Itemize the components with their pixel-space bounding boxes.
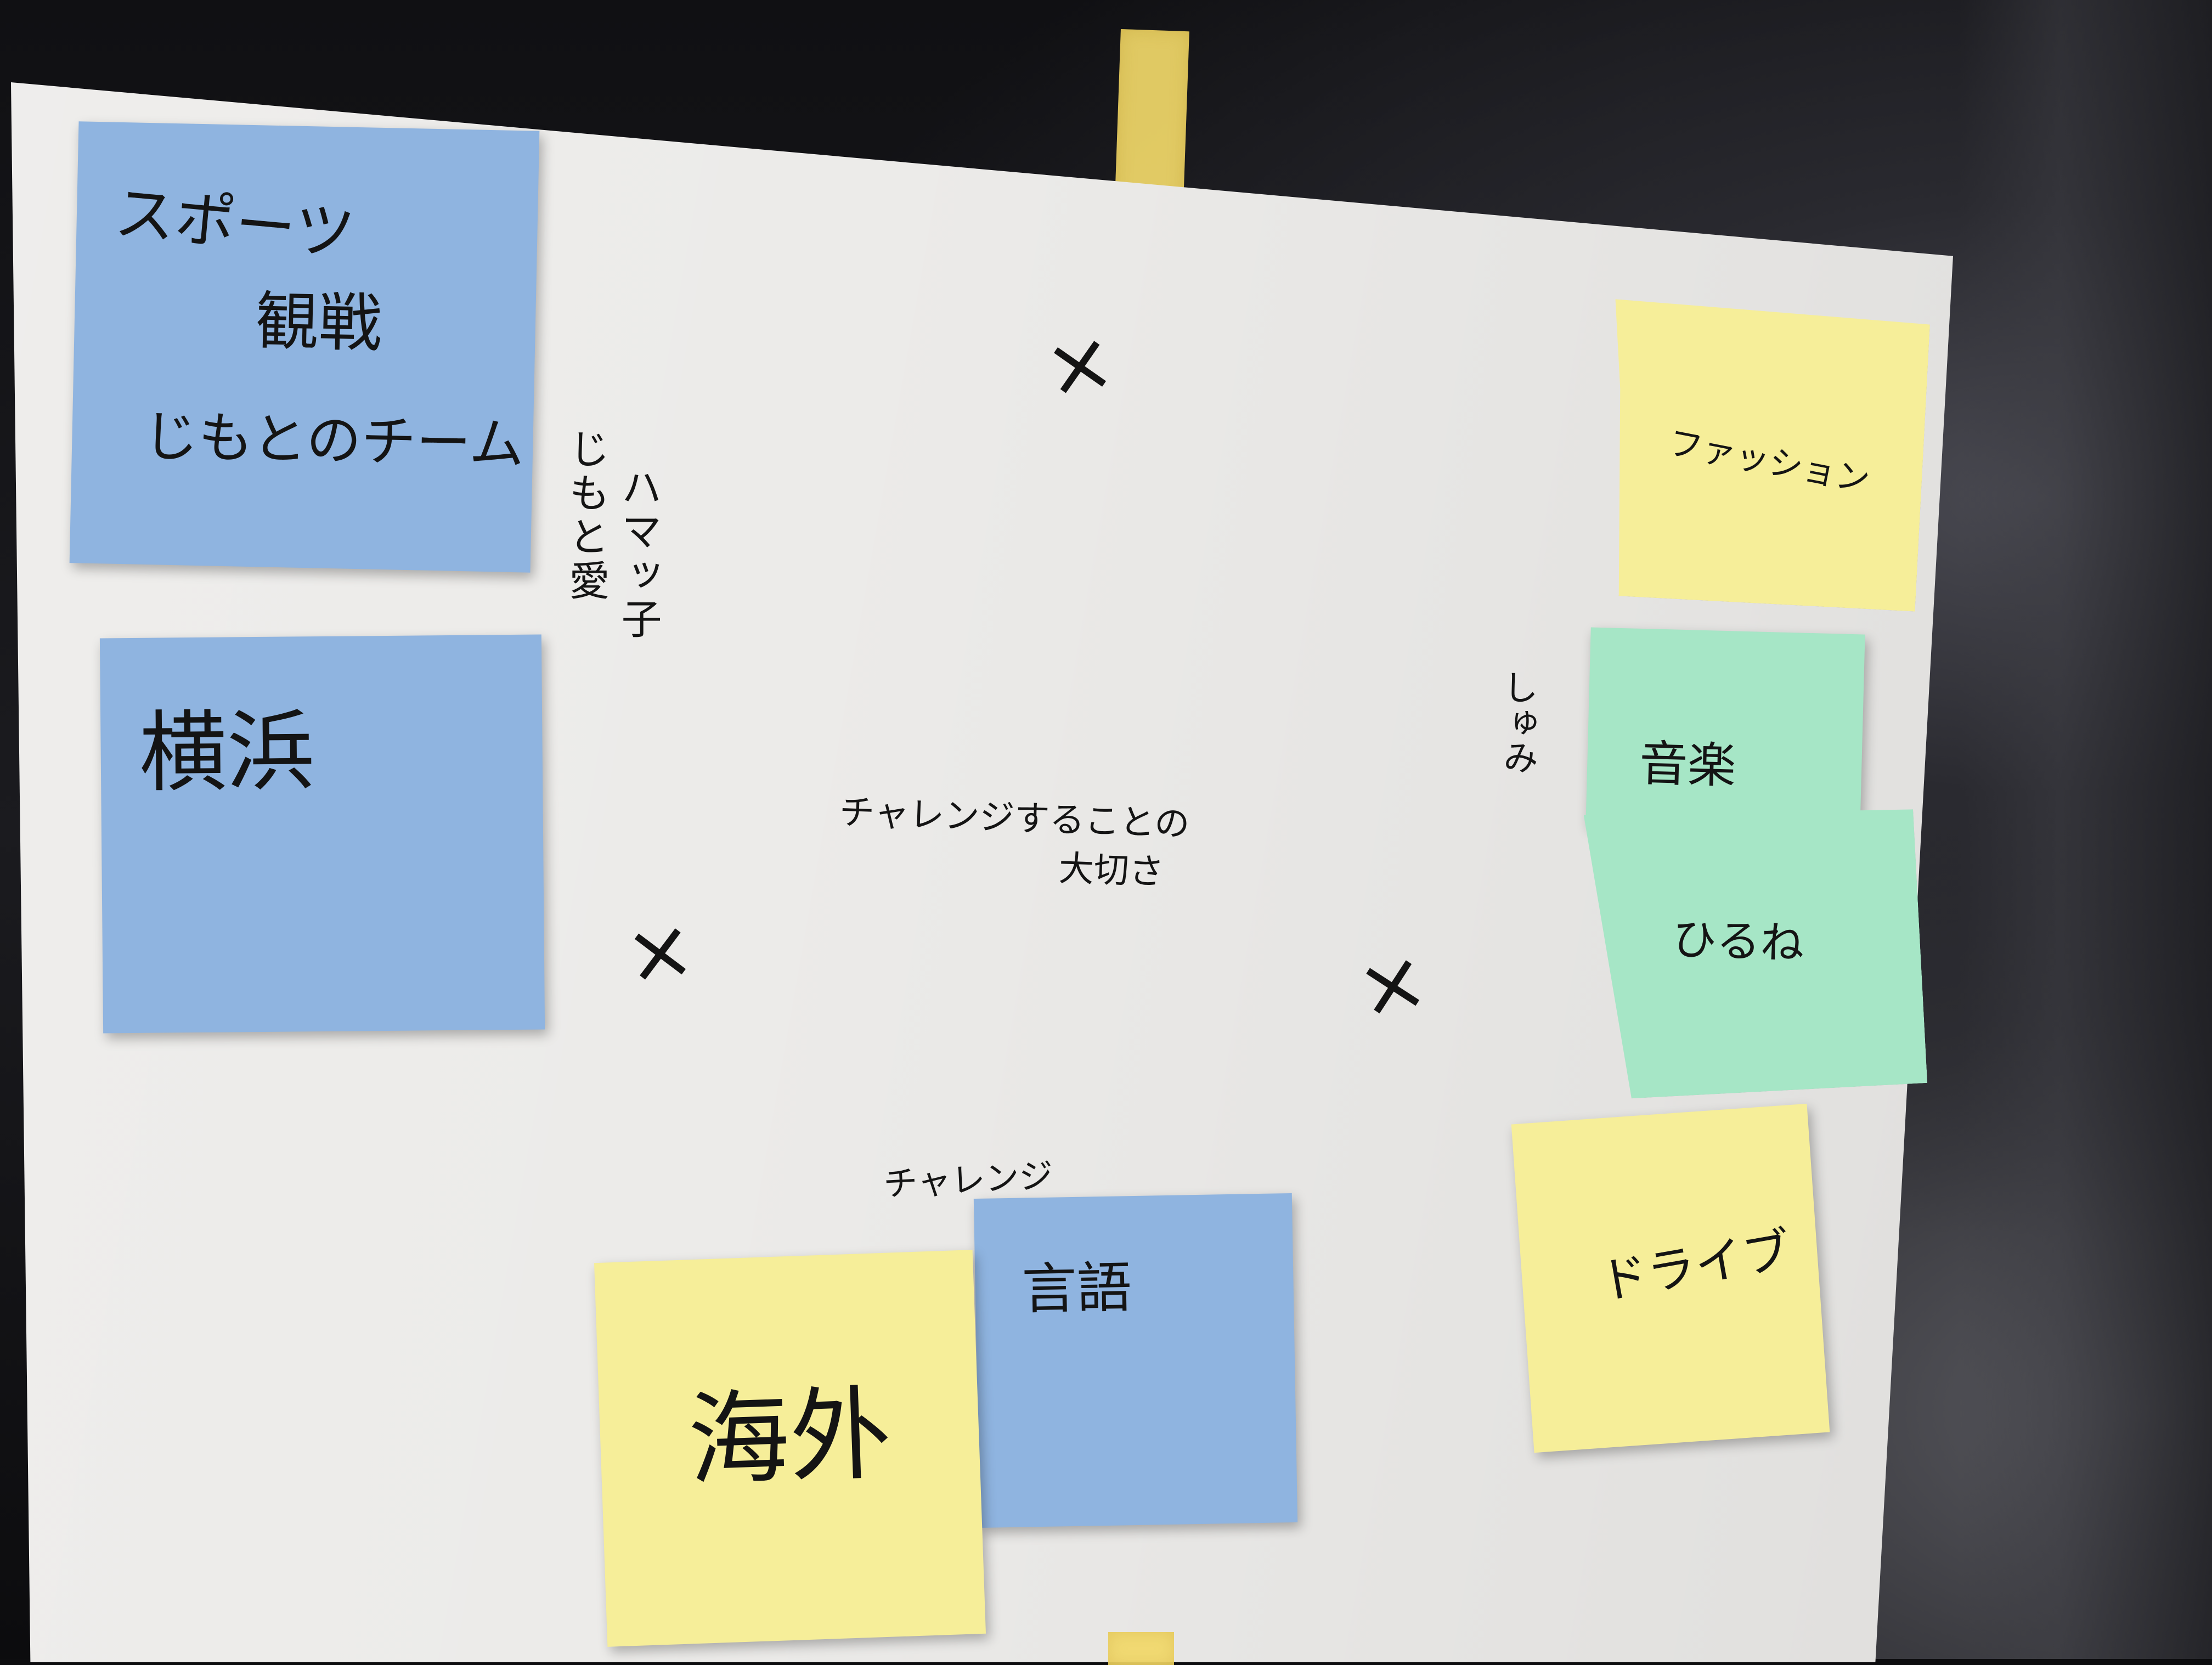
sticky-note-text: 横浜 <box>138 700 315 804</box>
sticky-note-drive: ドライブ <box>1511 1103 1830 1453</box>
side-note-shumi: しゅみ <box>1497 669 1538 775</box>
sticky-note-text: スポーツ <box>112 177 358 269</box>
center-text-line2: 大切さ <box>1058 848 1165 893</box>
sticky-note-text: 言語 <box>1021 1255 1132 1322</box>
masking-tape-bottom <box>1108 1632 1174 1665</box>
sticky-note-nap: ひるね <box>1584 798 1927 1100</box>
sticky-note-overseas: 海外 <box>594 1250 986 1647</box>
cross-mark-top: × <box>1037 312 1122 418</box>
sticky-note-fashion: ファッション <box>1600 299 1930 611</box>
sticky-note-text: じもとのチーム <box>143 404 525 477</box>
sticky-note-text: 観戦 <box>255 285 383 361</box>
side-note-hamakko: ハマッ子 <box>614 466 662 642</box>
sticky-note-music: 音楽 <box>1585 627 1865 832</box>
cross-mark-left: × <box>619 900 701 1004</box>
sticky-note-sports: スポーツ 観戦 じもとのチーム <box>69 121 540 573</box>
side-note-jimoto-ai: じもと愛 <box>562 428 610 603</box>
sticky-note-language: 言語 <box>973 1193 1298 1528</box>
sticky-note-text: ドライブ <box>1595 1221 1796 1311</box>
sticky-note-text: ファッション <box>1665 422 1874 501</box>
challenge-label: チャレンジ <box>882 1155 1054 1205</box>
monitor-edge <box>1960 0 2212 1659</box>
sticky-note-text: ひるね <box>1672 913 1805 969</box>
sticky-note-text: 海外 <box>686 1374 893 1500</box>
sticky-note-yokohama: 横浜 <box>99 634 545 1034</box>
sticky-note-text: 音楽 <box>1638 735 1737 794</box>
